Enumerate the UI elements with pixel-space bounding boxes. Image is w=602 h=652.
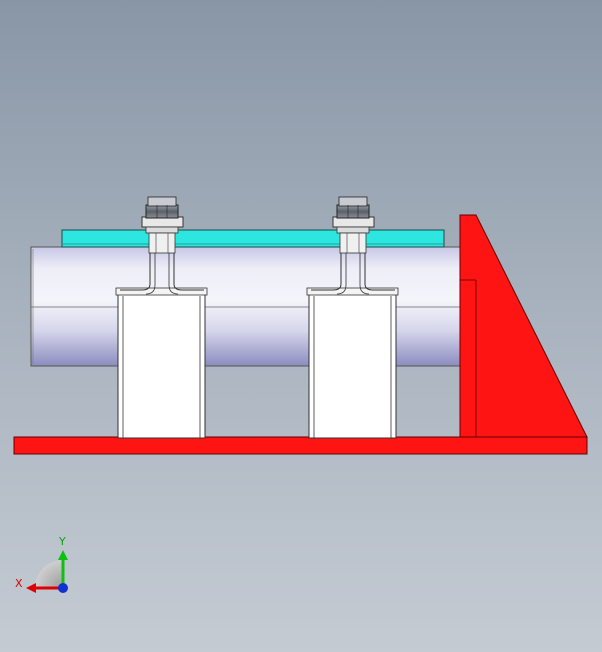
base-plate[interactable] <box>13 436 588 455</box>
pipe[interactable] <box>30 246 469 367</box>
cyan-plate[interactable] <box>61 229 445 248</box>
axis-y-arrow <box>58 550 68 560</box>
support-left[interactable] <box>115 252 208 439</box>
axis-x-arrow <box>26 583 36 593</box>
axis-y-label: Y <box>58 535 66 548</box>
axis-z-dot <box>58 583 68 593</box>
axis-triad[interactable]: Y X <box>15 535 68 593</box>
gusset-bracket[interactable] <box>459 214 588 438</box>
clamp-nut-right[interactable] <box>332 196 375 254</box>
clamp-nut-left[interactable] <box>141 196 184 254</box>
axis-x-label: X <box>15 577 23 590</box>
support-right[interactable] <box>306 252 399 439</box>
triad-plane <box>35 560 63 588</box>
